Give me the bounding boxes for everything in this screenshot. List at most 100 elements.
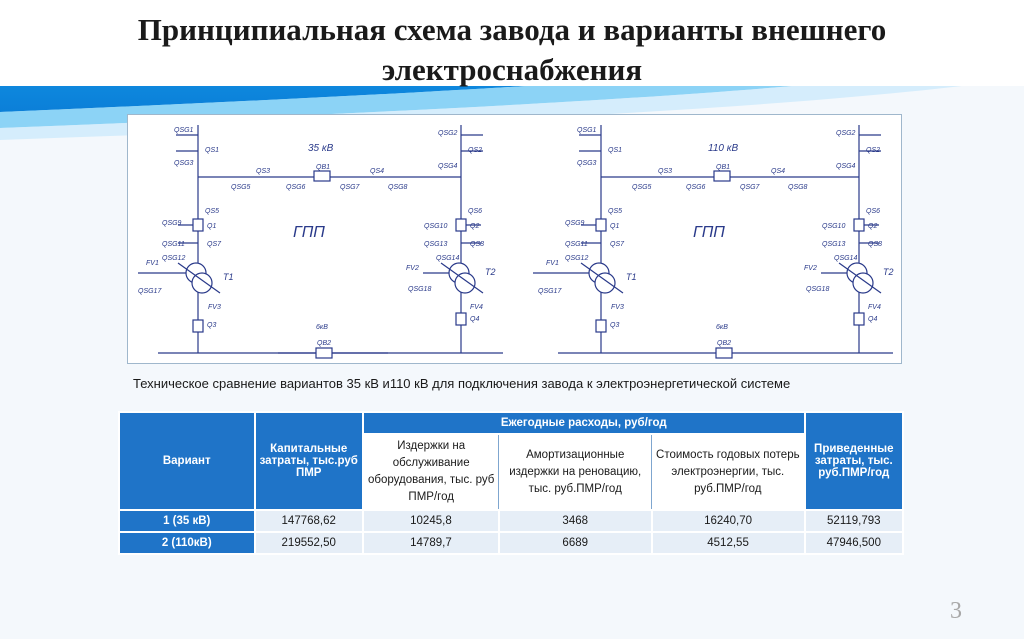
svg-text:QSG17: QSG17 <box>538 288 562 295</box>
row-variant: 1 (35 кВ) <box>118 509 256 533</box>
svg-text:Q4: Q4 <box>868 316 877 323</box>
page-title: Принципиальная схема завода и варианты в… <box>80 10 944 90</box>
svg-text:QSG17: QSG17 <box>138 288 162 295</box>
svg-text:QB1: QB1 <box>716 164 730 171</box>
svg-text:Q3: Q3 <box>610 322 619 329</box>
svg-text:35 кВ: 35 кВ <box>308 143 334 154</box>
svg-text:QSG12: QSG12 <box>162 255 185 262</box>
svg-text:FV1: FV1 <box>546 260 559 267</box>
header-capital: Капитальные затраты, тыс.руб ПМР <box>253 411 364 511</box>
svg-text:Q1: Q1 <box>207 223 216 230</box>
svg-text:QS2: QS2 <box>468 147 482 154</box>
cell-capital: 219552,50 <box>253 531 364 555</box>
svg-text:QSG2: QSG2 <box>438 130 458 137</box>
svg-text:QSG18: QSG18 <box>408 286 431 293</box>
cell-reduced: 47946,500 <box>803 531 905 555</box>
cell-reduced: 52119,793 <box>803 509 905 533</box>
svg-text:QSG11: QSG11 <box>565 241 588 248</box>
header-amort: Амортизационные издержки на реновацию, т… <box>498 433 653 511</box>
svg-text:QSG2: QSG2 <box>836 130 856 137</box>
svg-text:Q2: Q2 <box>868 223 877 230</box>
svg-text:QS1: QS1 <box>608 147 622 154</box>
svg-text:6кВ: 6кВ <box>316 324 328 331</box>
svg-text:T1: T1 <box>223 272 234 282</box>
svg-text:FV2: FV2 <box>804 265 817 272</box>
svg-text:FV3: FV3 <box>208 304 221 311</box>
svg-text:QS8: QS8 <box>470 241 484 248</box>
svg-text:QS7: QS7 <box>207 241 222 248</box>
cell-amort: 6689 <box>497 531 653 555</box>
svg-text:QSG11: QSG11 <box>162 241 185 248</box>
svg-text:FV2: FV2 <box>406 265 419 272</box>
svg-text:QSG13: QSG13 <box>424 241 447 248</box>
svg-text:QSG12: QSG12 <box>565 255 588 262</box>
svg-text:QS4: QS4 <box>370 168 384 175</box>
svg-text:FV4: FV4 <box>868 304 881 311</box>
svg-text:QSG7: QSG7 <box>740 184 761 191</box>
svg-text:QS6: QS6 <box>866 208 880 215</box>
svg-text:T1: T1 <box>626 272 637 282</box>
table-caption: Техническое сравнение вариантов 35 кВ и1… <box>133 376 791 391</box>
svg-text:Q1: Q1 <box>610 223 619 230</box>
svg-text:QSG9: QSG9 <box>565 220 585 227</box>
svg-text:QS3: QS3 <box>658 168 672 175</box>
svg-text:FV3: FV3 <box>611 304 624 311</box>
svg-text:ГПП: ГПП <box>693 224 725 241</box>
svg-text:QSG9: QSG9 <box>162 220 182 227</box>
table-row: 1 (35 кВ) 147768,62 10245,8 3468 16240,7… <box>118 509 905 533</box>
svg-text:QSG3: QSG3 <box>577 160 597 167</box>
svg-text:QS1: QS1 <box>205 147 219 154</box>
cell-service: 14789,7 <box>361 531 500 555</box>
svg-text:QS4: QS4 <box>771 168 785 175</box>
row-variant: 2 (110кВ) <box>118 531 256 555</box>
svg-text:QSG1: QSG1 <box>577 127 597 134</box>
svg-text:QSG7: QSG7 <box>340 184 361 191</box>
svg-text:QS7: QS7 <box>610 241 625 248</box>
svg-text:QS2: QS2 <box>866 147 880 154</box>
cell-losses: 4512,55 <box>650 531 806 555</box>
svg-text:Q2: Q2 <box>470 223 479 230</box>
diagram-110kv <box>533 125 893 359</box>
svg-text:QS5: QS5 <box>205 208 219 215</box>
svg-text:QS5: QS5 <box>608 208 622 215</box>
labels-110kv: QSG1 QS1 QSG3 QSG2 QS2 QSG4 110 кВ QS3 Q… <box>538 127 894 347</box>
header-reduced: Приведенные затраты, тыс. руб.ПМР/год <box>803 411 905 511</box>
svg-text:QSG6: QSG6 <box>686 184 706 191</box>
svg-text:T2: T2 <box>883 267 894 277</box>
svg-text:QSG5: QSG5 <box>231 184 251 191</box>
svg-text:QSG8: QSG8 <box>788 184 808 191</box>
svg-text:QSG10: QSG10 <box>424 223 447 230</box>
svg-text:QSG14: QSG14 <box>436 255 459 262</box>
svg-text:110 кВ: 110 кВ <box>708 143 738 154</box>
svg-text:QSG10: QSG10 <box>822 223 845 230</box>
diagram-35kv <box>138 125 503 359</box>
svg-text:Q4: Q4 <box>470 316 479 323</box>
svg-text:QS6: QS6 <box>468 208 482 215</box>
comparison-table: Вариант Капитальные затраты, тыс.руб ПМР… <box>118 411 905 555</box>
power-supply-schematic: QSG1 QS1 QSG3 QSG2 QS2 QSG4 35 кВ QS3 QS… <box>127 114 902 364</box>
svg-text:QSG5: QSG5 <box>632 184 652 191</box>
svg-text:FV1: FV1 <box>146 260 159 267</box>
labels-35kv: QSG1 QS1 QSG3 QSG2 QS2 QSG4 35 кВ QS3 QS… <box>138 127 496 347</box>
svg-text:QSG3: QSG3 <box>174 160 194 167</box>
svg-text:ГПП: ГПП <box>293 224 325 241</box>
svg-text:QS8: QS8 <box>868 241 882 248</box>
svg-text:6кВ: 6кВ <box>716 324 728 331</box>
svg-text:QSG8: QSG8 <box>388 184 408 191</box>
svg-text:FV4: FV4 <box>470 304 483 311</box>
svg-text:QSG4: QSG4 <box>438 163 458 170</box>
title-line-2: электроснабжения <box>381 52 643 87</box>
cell-service: 10245,8 <box>361 509 500 533</box>
svg-text:QB2: QB2 <box>317 340 331 347</box>
cell-capital: 147768,62 <box>253 509 364 533</box>
cell-losses: 16240,70 <box>650 509 806 533</box>
svg-text:QSG4: QSG4 <box>836 163 856 170</box>
svg-text:Q3: Q3 <box>207 322 216 329</box>
header-losses: Стоимость годовых потерь электроэнергии,… <box>651 433 806 511</box>
header-variant: Вариант <box>118 411 256 511</box>
cell-amort: 3468 <box>497 509 653 533</box>
header-annual: Ежегодные расходы, руб/год <box>361 411 806 435</box>
svg-text:QB1: QB1 <box>316 164 330 171</box>
svg-text:QSG14: QSG14 <box>834 255 857 262</box>
svg-text:T2: T2 <box>485 267 496 277</box>
